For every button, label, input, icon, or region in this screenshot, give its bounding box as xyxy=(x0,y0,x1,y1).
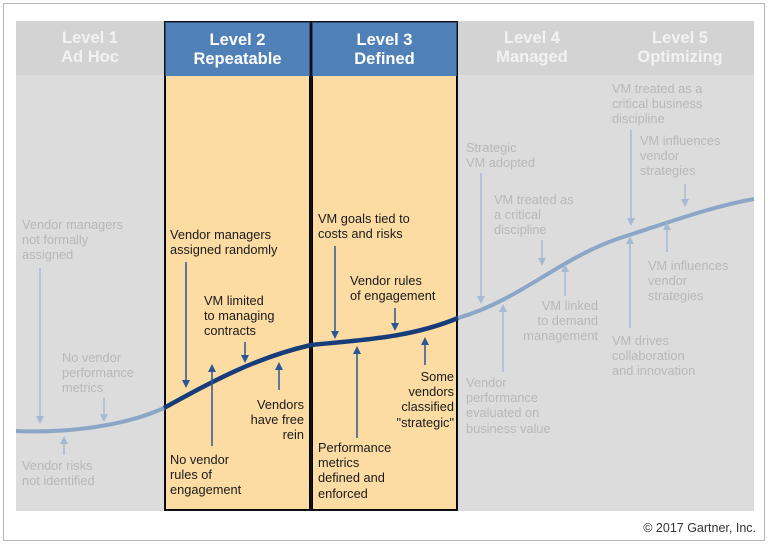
level-2-header: Level 2 Repeatable xyxy=(165,22,310,76)
level-5-header: Level 5 Optimizing xyxy=(606,21,754,75)
curve-level-4-5 xyxy=(457,197,755,320)
level-3-column: Level 3 Defined xyxy=(311,21,458,511)
level-3-header: Level 3 Defined xyxy=(312,22,457,76)
level-1-header: Level 1 Ad Hoc xyxy=(16,21,164,75)
level-4-header: Level 4 Managed xyxy=(458,21,606,75)
level-2-column: Level 2 Repeatable xyxy=(164,21,311,511)
copyright-text: © 2017 Gartner, Inc. xyxy=(643,521,756,535)
level-4-column: Level 4 Managed xyxy=(458,21,606,511)
curve-level-1 xyxy=(15,406,165,434)
curve-level-2-3 xyxy=(162,315,459,410)
